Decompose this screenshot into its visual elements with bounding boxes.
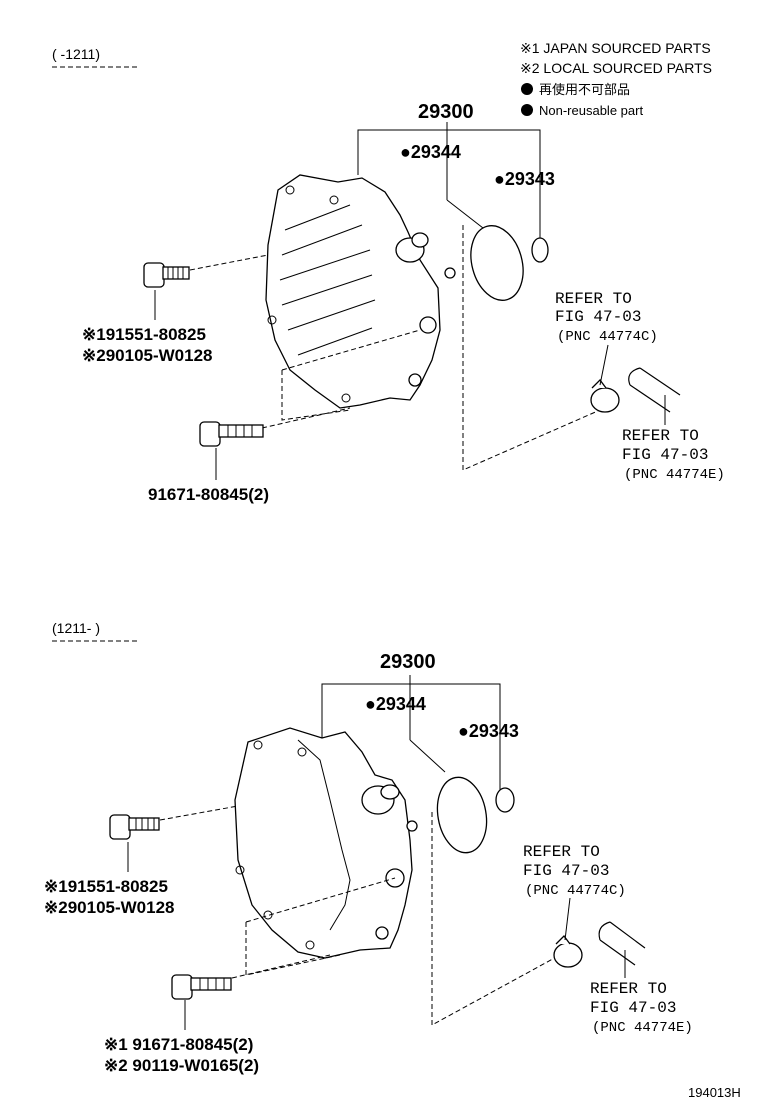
- bolt-bottom-2: [171, 974, 232, 1030]
- legend: ※1 JAPAN SOURCED PARTS ※2 LOCAL SOURCED …: [520, 40, 712, 118]
- bolt2-top: 91671-80845(2): [148, 485, 269, 504]
- bolt1b-bottom: ※290105-W0128: [44, 898, 175, 917]
- bolt1b-top: ※290105-W0128: [82, 346, 213, 365]
- date-range-bottom: (1211- ): [52, 620, 100, 636]
- gasket-ring-top: [470, 225, 524, 301]
- gasket-leader: [446, 199, 484, 229]
- bolt-top-2: [199, 421, 264, 480]
- assy-number-top: 29300: [418, 101, 474, 123]
- legend-nonreusable-jp: 再使用不可部品: [539, 82, 630, 97]
- gasket-ring-bottom: [436, 776, 488, 854]
- refer1a-top: REFER TO: [555, 290, 632, 308]
- figure-id: 194013H: [688, 1085, 741, 1100]
- gasket-number-bottom: ●29344: [365, 694, 426, 714]
- hose-bottom: [598, 921, 646, 978]
- bolt-top-1: [143, 262, 190, 320]
- bolt2a-bottom: ※1 91671-80845(2): [104, 1035, 253, 1054]
- oring-top: [531, 237, 549, 263]
- nonreusable-dot-icon: [521, 104, 533, 116]
- bolt1a-top: ※191551-80825: [82, 325, 206, 344]
- legend-japan: ※1 JAPAN SOURCED PARTS: [520, 40, 711, 56]
- refer2c-bottom: (PNC 44774E): [592, 1020, 693, 1036]
- hose-top: [628, 367, 681, 425]
- refer2a-bottom: REFER TO: [590, 980, 667, 998]
- refer2c-top: (PNC 44774E): [624, 467, 725, 483]
- top-diagram: ( -1211) 29300 ●29344 ●29343: [52, 46, 725, 504]
- refer2b-bottom: FIG 47-03: [590, 999, 676, 1017]
- oring-number-top: ●29343: [494, 169, 555, 189]
- vacuum-pump-bottom: [234, 727, 418, 959]
- oring-bottom: [495, 787, 515, 813]
- assy-bracket: [321, 683, 501, 790]
- legend-local: ※2 LOCAL SOURCED PARTS: [520, 60, 712, 76]
- assy-bracket: [357, 129, 541, 238]
- legend-nonreusable-en: Non-reusable part: [539, 103, 643, 118]
- nonreusable-dot-icon: [521, 83, 533, 95]
- bolt1a-bottom: ※191551-80825: [44, 877, 168, 896]
- vacuum-pump-top: [265, 174, 456, 409]
- bolt-bottom-1: [109, 814, 160, 872]
- bottom-diagram: (1211- ) 29300 ●29344 ●29343: [44, 620, 693, 1075]
- date-range-top: ( -1211): [52, 46, 100, 62]
- refer2b-top: FIG 47-03: [622, 446, 708, 464]
- refer1c-top: (PNC 44774C): [557, 329, 658, 345]
- refer1b-bottom: FIG 47-03: [523, 862, 609, 880]
- clamp-bottom: [553, 897, 583, 968]
- gasket-number-top: ●29344: [400, 142, 461, 162]
- refer1a-bottom: REFER TO: [523, 843, 600, 861]
- bolt2b-bottom: ※2 90119-W0165(2): [104, 1056, 259, 1075]
- refer1b-top: FIG 47-03: [555, 308, 641, 326]
- assy-number-bottom: 29300: [380, 651, 436, 673]
- refer2a-top: REFER TO: [622, 427, 699, 445]
- oring-number-bottom: ●29343: [458, 721, 519, 741]
- clamp-top: [590, 344, 620, 413]
- refer1c-bottom: (PNC 44774C): [525, 883, 626, 899]
